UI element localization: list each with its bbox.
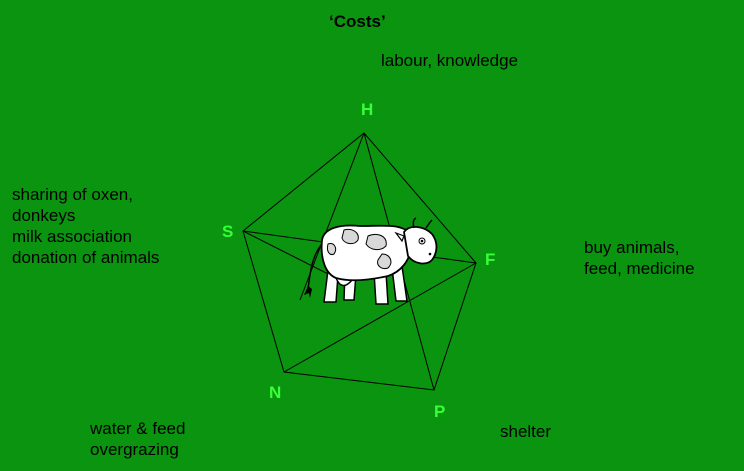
vertex-label-s: S [222,222,233,242]
vertex-label-n: N [269,383,281,403]
vertex-label-f: F [485,250,495,270]
vertex-label-h: H [361,100,373,120]
vertex-label-p: P [434,402,445,422]
cow-icon [304,218,437,304]
